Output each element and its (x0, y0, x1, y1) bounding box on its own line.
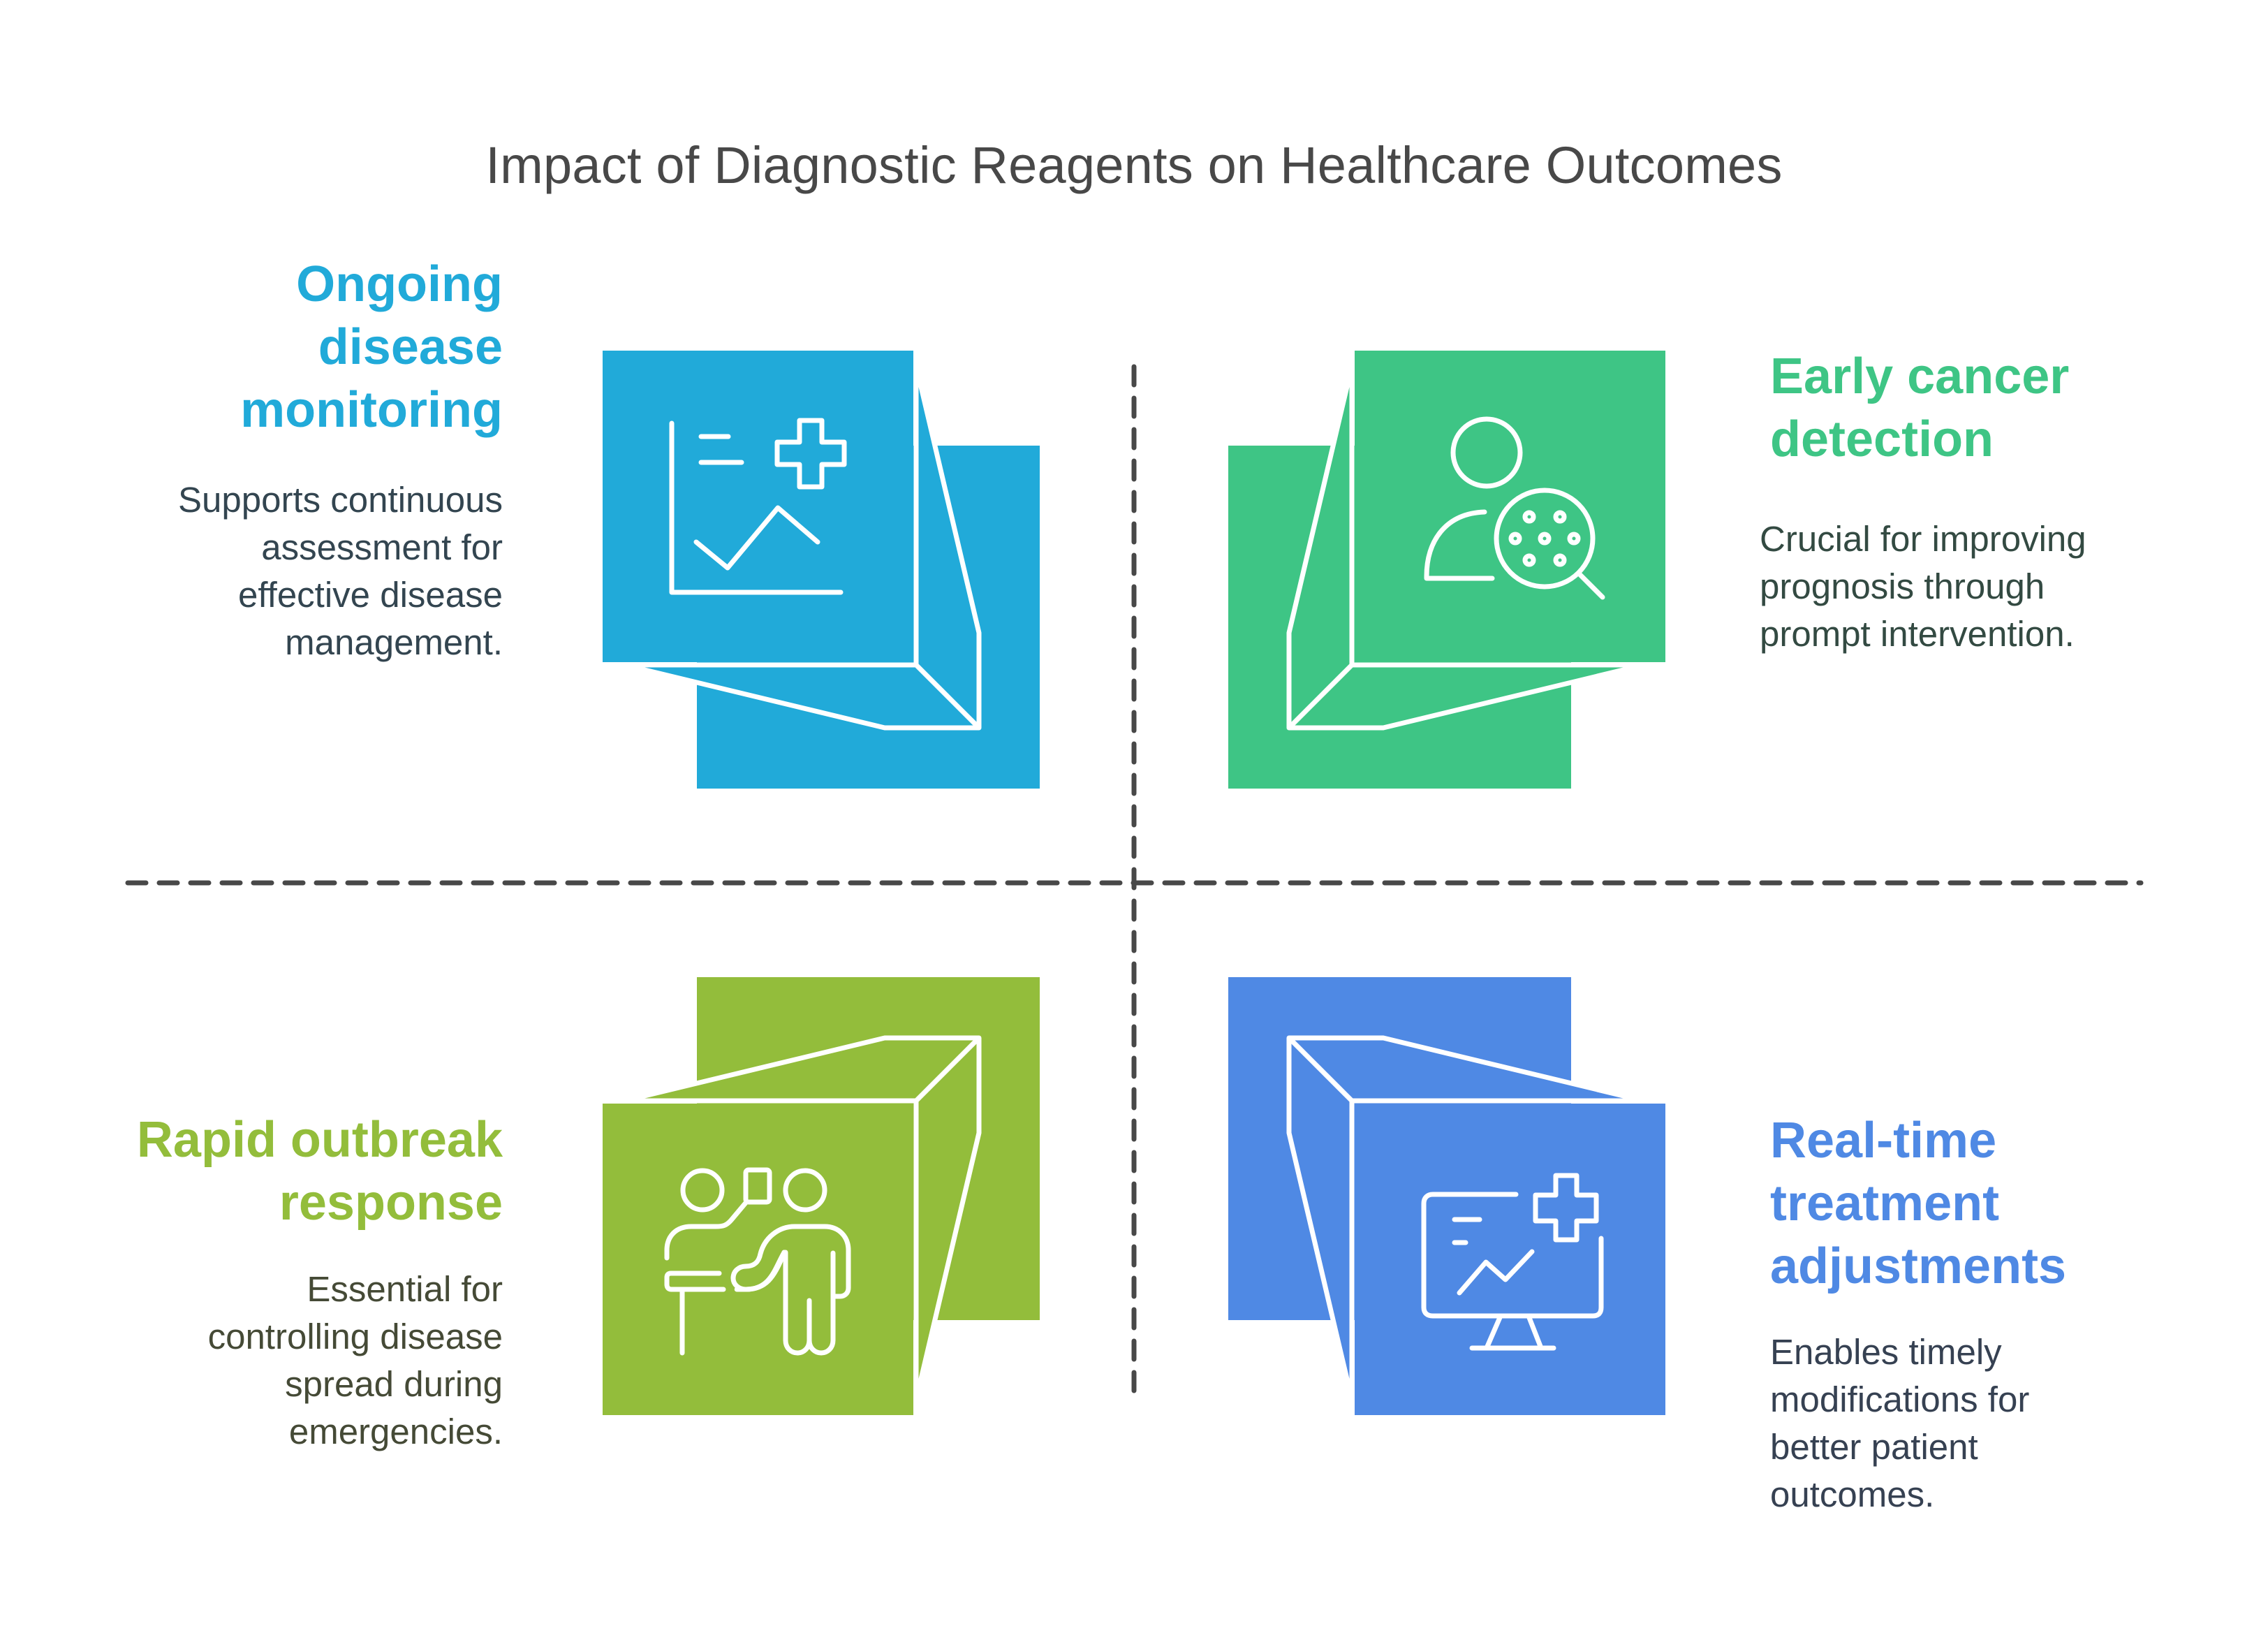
description-line: Enables timely (1770, 1332, 2002, 1372)
person-magnifier-cells-icon (1424, 416, 1605, 600)
card-rapid-outbreak-response (603, 977, 1040, 1415)
description-early-cancer-detection: Crucial for improving prognosis through … (1760, 515, 2214, 658)
description-line: emergencies. (288, 1412, 503, 1451)
card-front-square (603, 351, 913, 662)
description-ongoing-disease-monitoring: Supports continuous assessment for effec… (84, 476, 503, 666)
page-title: Impact of Diagnostic Reagents on Healthc… (485, 136, 1783, 194)
card-perspective-edge (1287, 663, 1354, 730)
description-line: effective disease (238, 575, 503, 615)
card-perspective-edge (914, 1036, 981, 1103)
description-line: modifications for (1770, 1379, 2030, 1419)
card-perspective-edge (1287, 1036, 1354, 1103)
description-rapid-outbreak-response: Essential for controlling disease spread… (84, 1266, 503, 1456)
card-real-time-treatment-adjustments (1228, 977, 1665, 1415)
heading-line: Early cancer (1770, 349, 2070, 404)
description-line: controlling disease (207, 1317, 503, 1356)
heading-line: monitoring (240, 382, 503, 438)
heading-early-cancer-detection: Early cancer detection (1770, 345, 2189, 471)
heading-line: adjustments (1770, 1238, 2067, 1294)
card-front-square (1355, 1104, 1665, 1415)
heading-real-time-treatment-adjustments: Real-time treatment adjustments (1770, 1109, 2189, 1298)
description-line: prompt intervention. (1760, 614, 2075, 654)
chart-medical-cross-icon (669, 418, 847, 595)
heading-ongoing-disease-monitoring: Ongoing disease monitoring (140, 253, 503, 441)
description-real-time-treatment-adjustments: Enables timely modifications for better … (1770, 1328, 2189, 1518)
heading-line: response (279, 1175, 503, 1231)
description-line: management. (285, 622, 503, 662)
description-line: outcomes. (1770, 1474, 1935, 1514)
heading-rapid-outbreak-response: Rapid outbreak response (84, 1108, 503, 1234)
description-line: assessment for (261, 527, 503, 567)
description-line: Essential for (307, 1269, 503, 1309)
description-line: Crucial for improving (1760, 519, 2086, 559)
heading-line: treatment (1770, 1176, 2000, 1231)
card-ongoing-disease-monitoring (603, 351, 1040, 789)
description-line: prognosis through (1760, 566, 2045, 606)
card-perspective-edge (914, 663, 981, 730)
description-line: spread during (285, 1364, 503, 1404)
heading-line: Rapid outbreak (136, 1112, 503, 1168)
heading-line: Ongoing (296, 256, 503, 312)
heading-line: detection (1770, 411, 1994, 467)
description-line: Supports continuous (178, 480, 503, 520)
monitor-chart-medical-cross-icon (1421, 1173, 1604, 1351)
presenter-audience-icon (664, 1167, 851, 1356)
description-line: better patient (1770, 1427, 1978, 1467)
card-early-cancer-detection (1228, 351, 1665, 789)
heading-line: Real-time (1770, 1113, 1997, 1169)
heading-line: disease (318, 319, 503, 375)
